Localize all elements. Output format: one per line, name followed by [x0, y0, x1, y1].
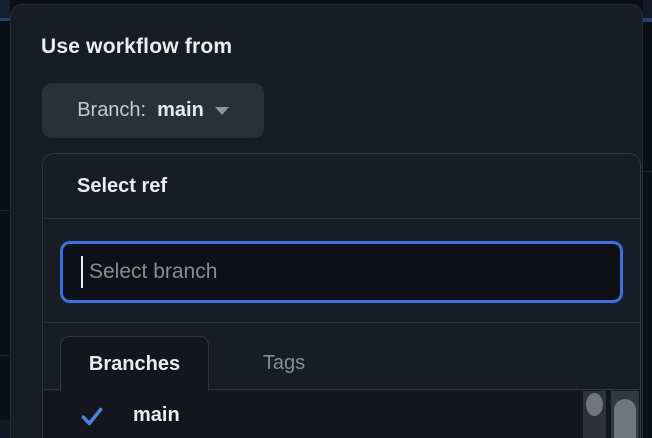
tab-tags[interactable]: Tags	[209, 336, 359, 390]
page-background-right	[643, 0, 652, 438]
ref-tab-strip: Branches Tags	[43, 324, 640, 391]
tab-branches[interactable]: Branches	[60, 336, 209, 391]
branch-item-label: main	[133, 404, 180, 426]
page-band-top-left	[0, 0, 10, 18]
branch-selector-button[interactable]: Branch: main	[42, 83, 264, 138]
page-line-left	[0, 210, 10, 211]
page-divider-blue-left	[0, 18, 10, 21]
page-band-bottom-left	[0, 420, 10, 438]
inner-scrollbar-thumb[interactable]	[586, 393, 603, 416]
branch-list-item-main[interactable]: main	[43, 391, 640, 438]
ref-selector-header: Select ref	[43, 154, 640, 219]
branch-button-value: main	[157, 99, 204, 121]
page-background-left	[0, 0, 10, 438]
branch-button-prefix: Branch:	[77, 99, 147, 121]
ref-selector-header-label: Select ref	[77, 174, 168, 197]
tab-branches-label: Branches	[88, 352, 181, 375]
outer-scrollbar-thumb[interactable]	[614, 399, 636, 438]
use-workflow-modal: Use workflow from Branch: main Select re…	[10, 4, 643, 438]
branch-filter-input[interactable]	[60, 241, 623, 303]
caret-down-icon	[214, 106, 229, 115]
ref-filter-zone	[43, 220, 640, 323]
branch-list: main	[43, 391, 640, 438]
check-icon	[81, 407, 103, 425]
ref-selector-panel: Select ref Branches Tags ma	[42, 153, 641, 438]
outer-scrollbar-track[interactable]	[611, 391, 639, 438]
modal-title: Use workflow from	[41, 35, 233, 58]
tab-tags-label: Tags	[262, 351, 306, 374]
page-line-left	[0, 355, 10, 356]
inner-scrollbar-track[interactable]	[583, 391, 606, 438]
page-band-top-right	[643, 0, 652, 18]
page-divider-blue-right	[643, 18, 652, 22]
page-line-right	[643, 171, 652, 172]
